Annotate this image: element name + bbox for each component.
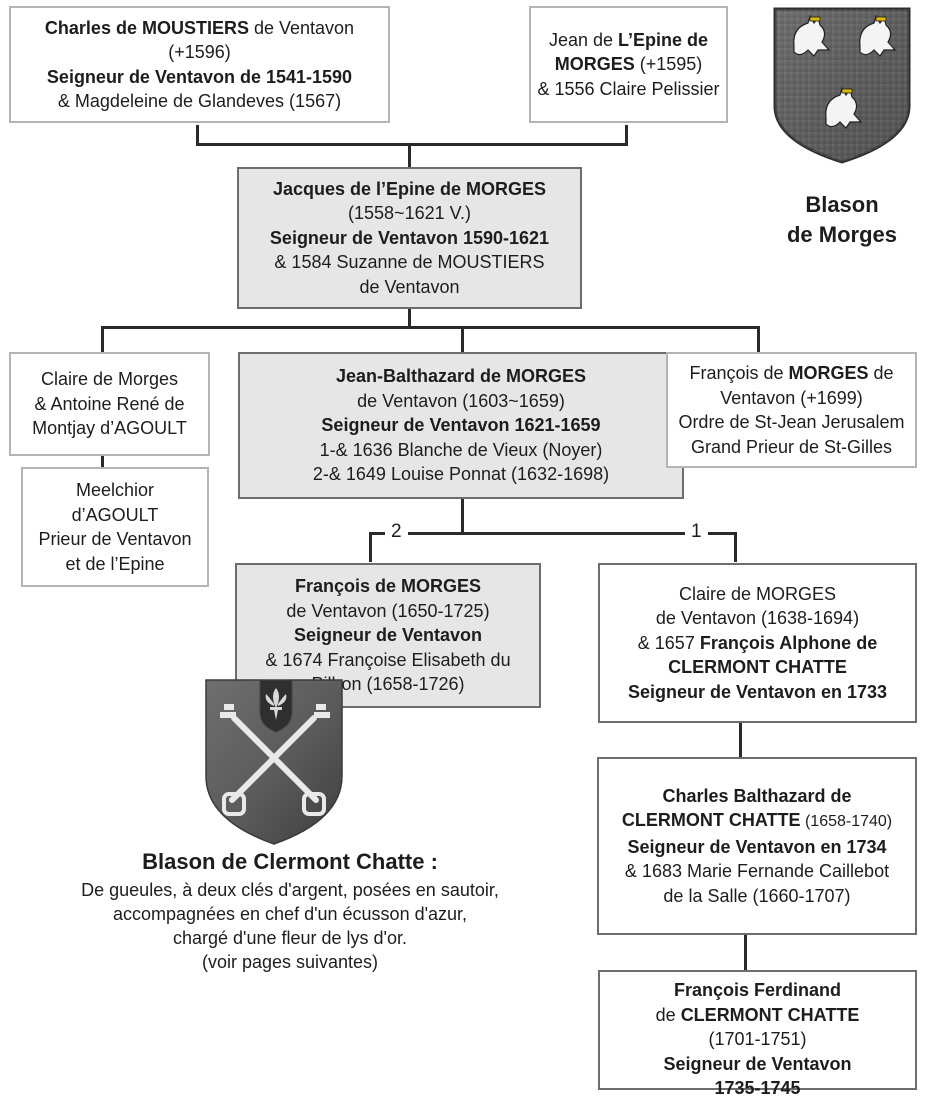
person-box-charles-moustiers: Charles de MOUSTIERS de Ventavon (+1596)… [9,6,390,123]
connector [369,532,737,535]
person-box-jean-balthazard: Jean-Balthazard de MORGES de Ventavon (1… [238,352,684,499]
connector [734,532,737,562]
morges-shield-icon [773,7,911,164]
blason-morges-label: Blason de Morges [786,192,898,247]
connector [101,455,104,468]
connector [408,308,411,328]
connector [101,326,760,329]
blason-clermont-title: Blason de Clermont Chatte : [142,849,438,874]
connector [461,326,464,353]
blason-clermont-line: chargé d'une fleur de lys d'or. [172,928,408,948]
blason-clermont-line: accompagnées en chef d'un écusson d'azur… [112,904,468,924]
connector [369,532,372,562]
connector [461,498,464,534]
connector [625,125,628,145]
connector [739,722,742,758]
person-box-charles-balthazard: Charles Balthazard de CLERMONT CHATTE (1… [597,757,917,935]
person-box-jean-epine: Jean de L’Epine de MORGES (+1595) & 1556… [529,6,728,123]
blason-clermont-line: De gueules, à deux clés d'argent, posées… [81,880,499,900]
person-box-francois-ferdinand: François Ferdinand de CLERMONT CHATTE (1… [598,970,917,1098]
person-box-claire-agoult: Claire de Morges & Antoine René de Montj… [9,352,210,456]
person-box-meelchior: Meelchior d’AGOULT Prieur de Ventavon et… [21,467,209,587]
connector [196,143,628,146]
marriage-number-1: 1 [685,521,708,543]
connector [757,326,760,353]
connector [408,143,411,168]
connector [101,326,104,353]
connector [196,125,199,145]
blason-clermont-line: (voir pages suivantes) [201,952,379,972]
person-box-francois-morges-1699: François de MORGES de Ventavon (+1699) O… [666,352,917,468]
clermont-chatte-shield-icon [205,679,343,845]
blason-clermont-caption: Blason de Clermont Chatte : De gueules, … [20,846,560,974]
connector [744,935,747,971]
person-box-claire-1638: Claire de MORGES de Ventavon (1638-1694)… [598,563,917,723]
marriage-number-2: 2 [385,521,408,543]
person-box-jacques: Jacques de l’Epine de MORGES (1558~1621 … [237,167,582,309]
